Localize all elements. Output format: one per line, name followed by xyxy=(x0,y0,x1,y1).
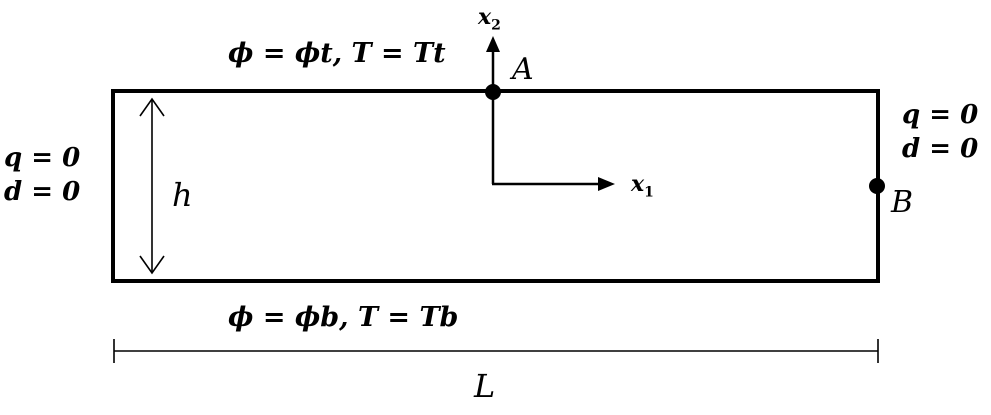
left-bc-d: d = 0 xyxy=(4,177,81,207)
x2-axis-label: x2 xyxy=(478,6,501,32)
x2-axis-arrowhead xyxy=(486,36,500,52)
x1-axis-subscript: 1 xyxy=(644,184,654,201)
point-a-marker xyxy=(485,84,501,100)
point-a-label: A xyxy=(512,52,534,87)
height-arrowhead-top xyxy=(139,97,165,117)
point-b-marker xyxy=(869,178,885,194)
top-boundary-condition: ϕ = ϕt, T = Tt xyxy=(228,38,446,69)
beam-rectangle xyxy=(111,89,880,283)
x2-axis-symbol: x xyxy=(478,4,492,30)
right-bc-q: q = 0 xyxy=(902,100,979,130)
x1-axis-symbol: x xyxy=(631,171,645,197)
right-bc-d: d = 0 xyxy=(902,134,979,164)
right-boundary-condition: q = 0 d = 0 xyxy=(902,98,978,166)
x2-axis-subscript: 2 xyxy=(491,17,501,34)
length-label: L xyxy=(474,367,496,405)
x1-axis-label: x1 xyxy=(631,173,654,199)
height-arrowhead-bottom xyxy=(139,255,165,275)
height-label: h xyxy=(172,176,193,214)
bottom-boundary-condition: ϕ = ϕb, T = Tb xyxy=(228,302,459,333)
left-boundary-condition: q = 0 d = 0 xyxy=(4,141,80,209)
point-b-label: B xyxy=(891,185,914,220)
x1-axis-arrowhead xyxy=(598,177,615,191)
left-bc-q: q = 0 xyxy=(4,143,81,173)
